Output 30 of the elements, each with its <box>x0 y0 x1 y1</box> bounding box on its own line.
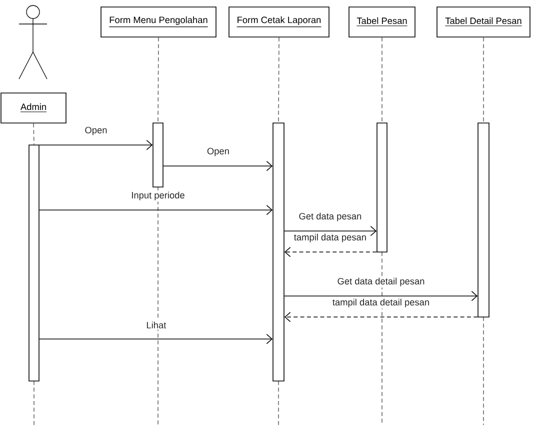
message-arrow <box>284 226 377 236</box>
lifeline <box>278 37 280 123</box>
activation-bar <box>28 144 40 382</box>
message-arrow <box>39 204 273 216</box>
lifeline-head-box: Form Menu Pengolahan <box>100 6 216 38</box>
message-arrow <box>284 246 377 258</box>
message-arrow <box>163 160 273 172</box>
edge-label: Get data pesan <box>297 211 363 223</box>
lifeline-head-box: Tabel Pesan <box>348 6 416 38</box>
activation-bar <box>272 122 284 382</box>
message-arrow <box>39 334 273 344</box>
message-arrow <box>284 312 478 322</box>
lifeline <box>158 37 159 123</box>
lifeline-head-box: Admin <box>0 92 66 124</box>
edge-label: Get data detail pesan <box>336 276 426 288</box>
message-arrow <box>284 290 478 302</box>
edge-label: tampil data detail pesan <box>331 297 431 309</box>
lifeline <box>483 37 484 123</box>
edge-label: Open <box>206 146 231 158</box>
activation-bar <box>376 122 388 252</box>
lifeline-head-box: Form Cetak Laporan <box>228 6 330 38</box>
message-arrow <box>39 140 153 150</box>
edge-label: Input periode <box>130 190 186 202</box>
lifeline <box>33 123 34 145</box>
activation-bar <box>152 122 164 188</box>
edge-label: Open <box>83 126 109 136</box>
activation-bar <box>478 122 490 318</box>
lifeline-head-box: Tabel Detail Pesan <box>436 6 530 38</box>
edge-label: Lihat <box>144 320 168 330</box>
edge-label: tampil data pesan <box>292 232 368 244</box>
